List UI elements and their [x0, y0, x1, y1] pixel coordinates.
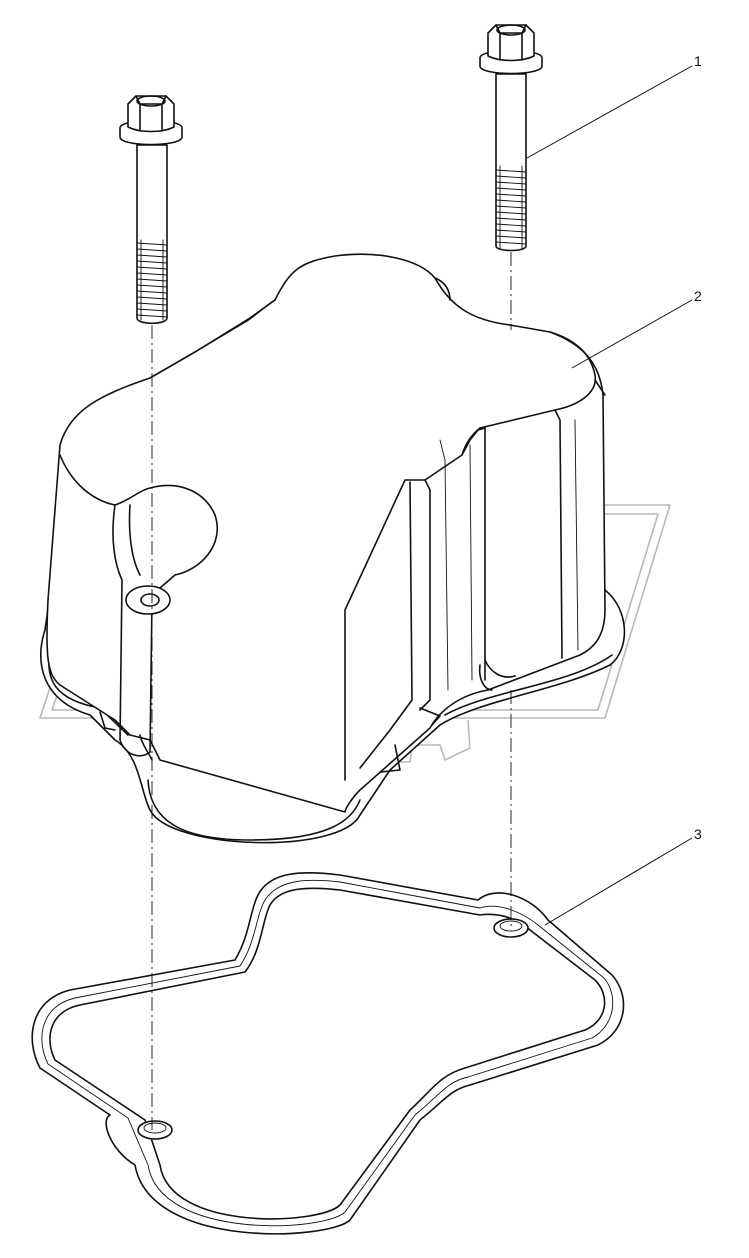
callout-1: 1: [694, 53, 702, 69]
callouts: 1 2 3: [526, 53, 702, 926]
bolt-left-shank: [136, 144, 168, 325]
cover-body: [46, 253, 606, 813]
bolt-left-hex-head: [127, 95, 175, 133]
gasket-bolt-hole-left: [137, 1120, 173, 1140]
bolt-right-hex-head: [487, 24, 535, 62]
gasket-outline: [31, 871, 625, 1235]
cover-left-boss: [112, 504, 153, 757]
bolt-centerlines: [151, 252, 512, 1130]
bolt-right: [479, 24, 543, 252]
valve-cover: [39, 253, 626, 844]
callout-2: 2: [694, 288, 702, 304]
leader-2: [571, 299, 693, 369]
bolt-right-thread: [495, 165, 527, 249]
bolt-left: [119, 95, 183, 325]
gasket-bolt-hole-right: [493, 918, 529, 938]
cover-top-ridge: [59, 454, 218, 576]
gasket-inner-edge: [49, 887, 606, 1220]
bolt-left-thread: [136, 239, 168, 321]
callout-3: 3: [694, 826, 702, 842]
leader-3: [544, 837, 693, 926]
gasket: [31, 871, 625, 1235]
leader-1: [526, 65, 693, 159]
